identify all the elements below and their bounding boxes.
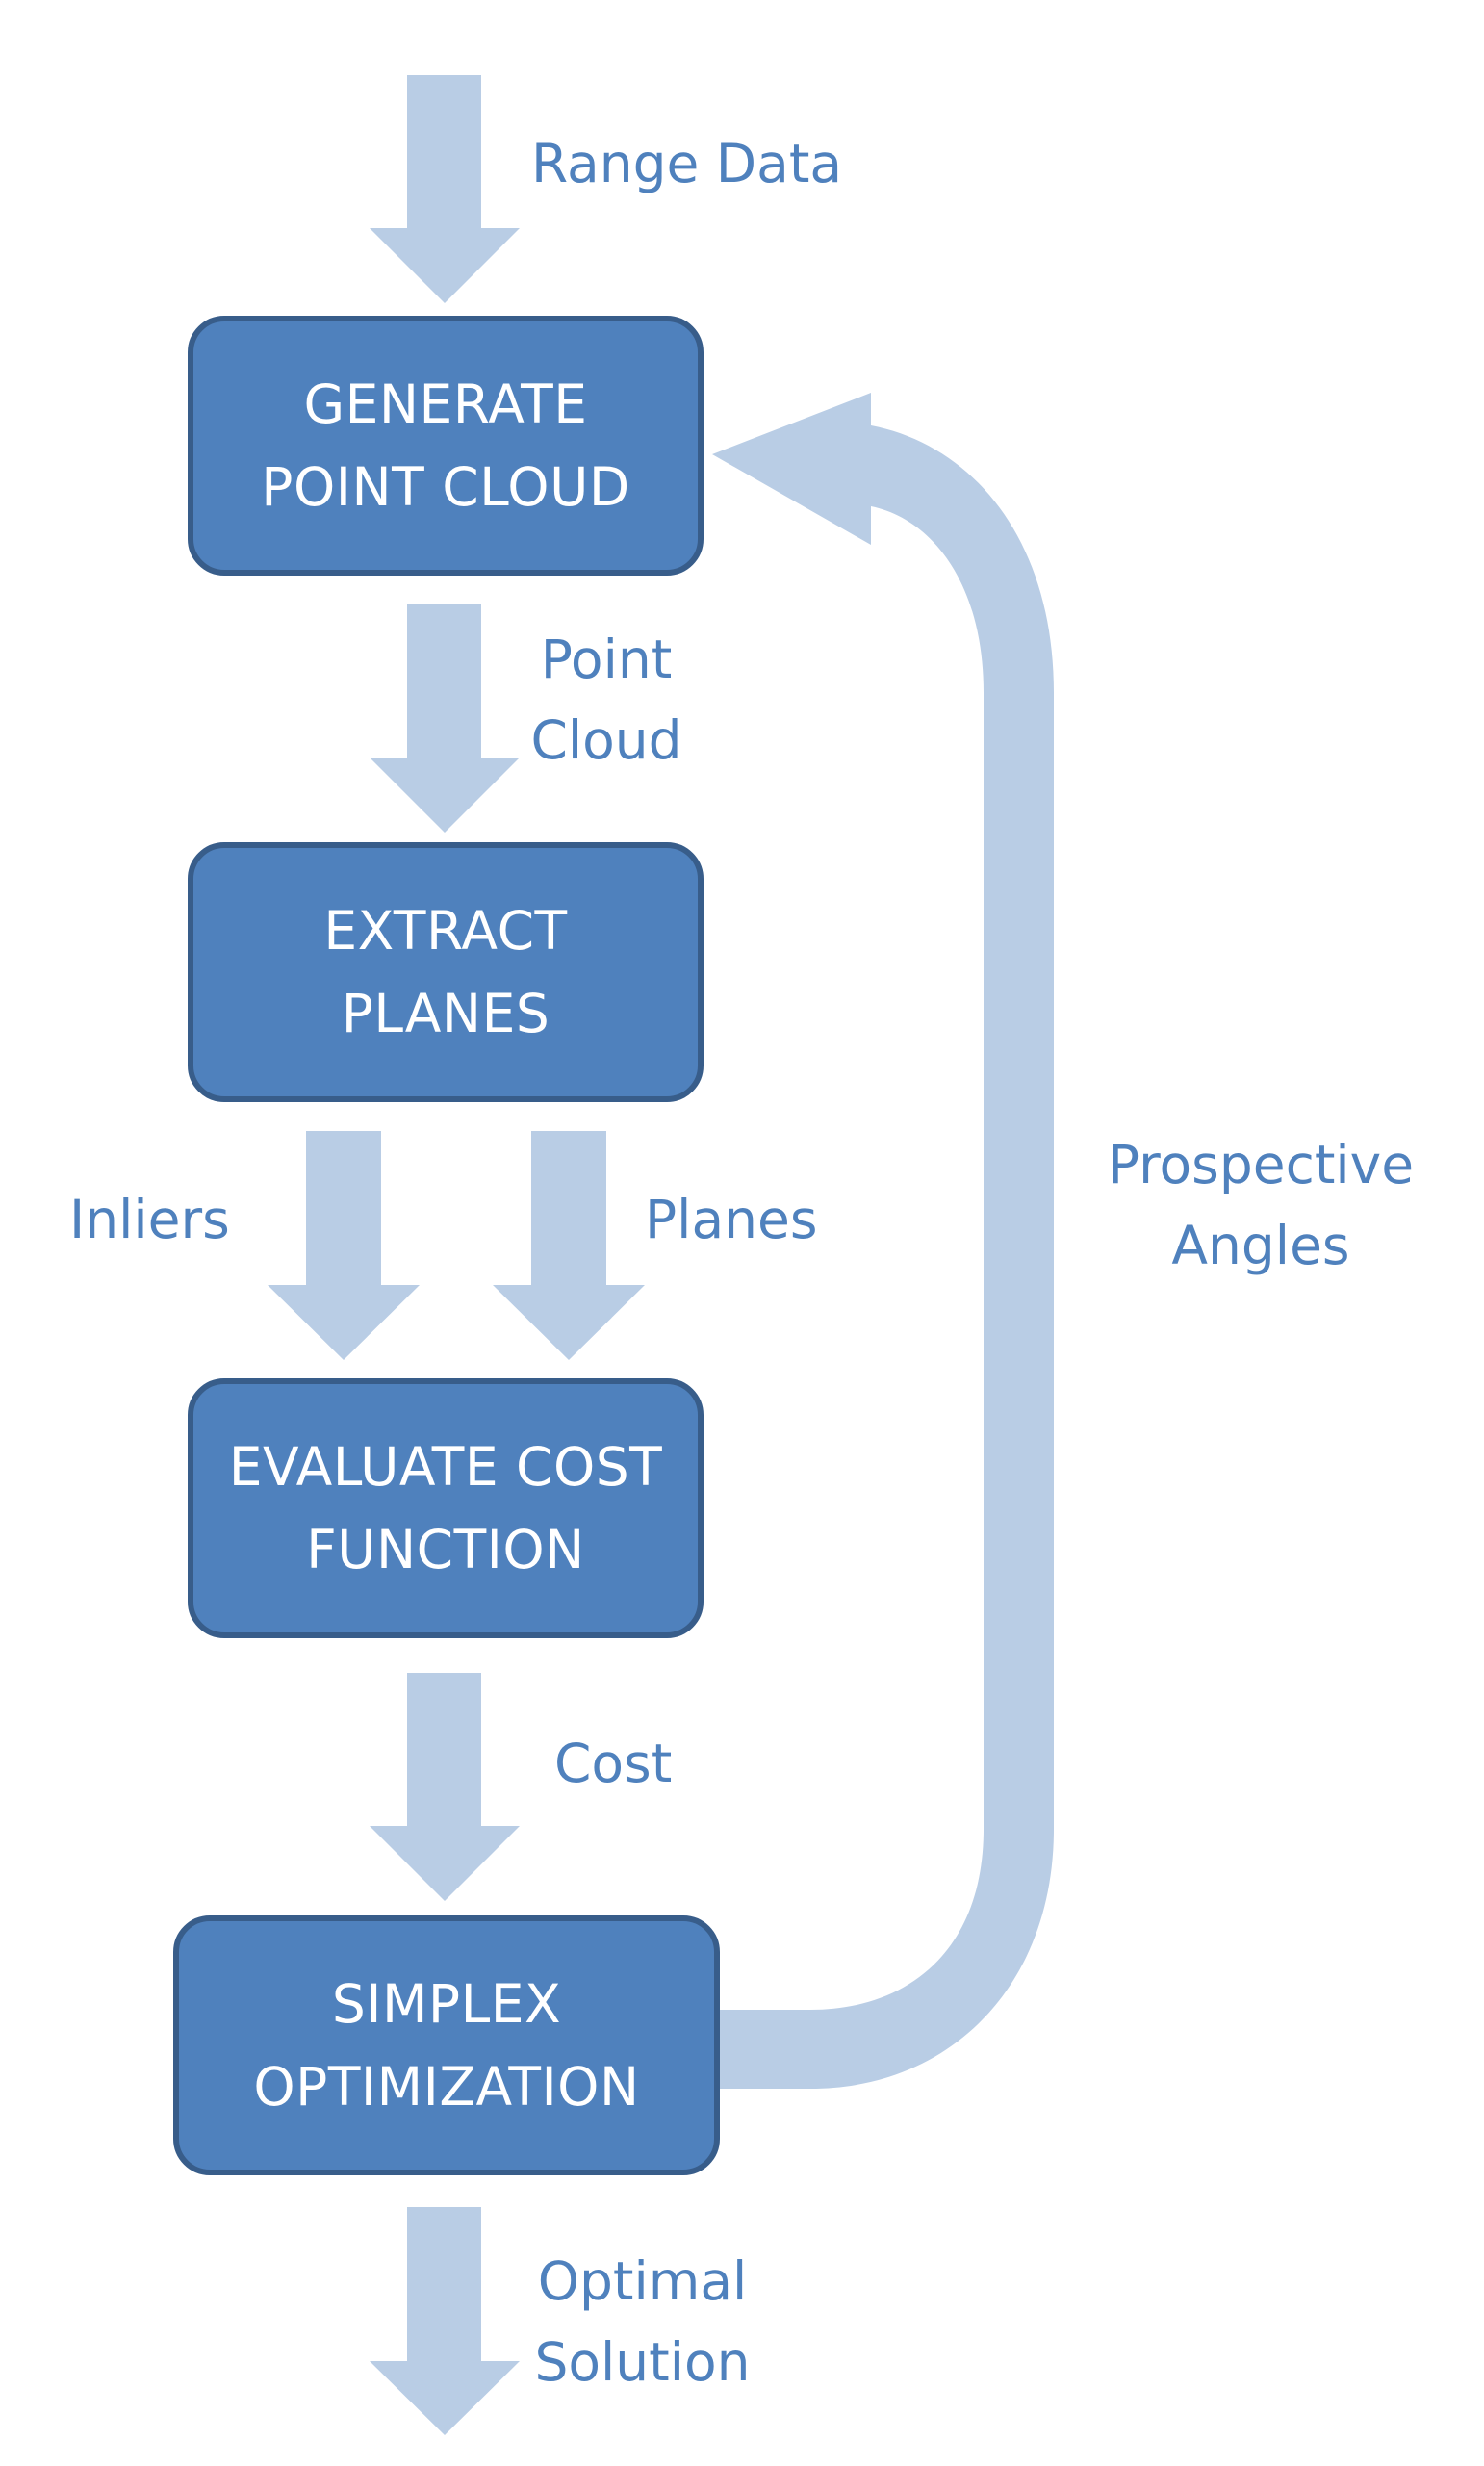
- label-range-data: Range Data: [531, 123, 842, 204]
- arrow-point-cloud: [370, 604, 520, 833]
- step-line: GENERATE: [303, 373, 588, 435]
- step-evaluate-cost-function: EVALUATE COST FUNCTION: [188, 1378, 704, 1638]
- label-inliers: Inliers: [69, 1179, 230, 1260]
- label-line: Point: [540, 629, 673, 690]
- label-line: Range Data: [531, 133, 843, 194]
- arrow-inliers: [268, 1131, 420, 1360]
- step-simplex-optimization: SIMPLEX OPTIMIZATION: [173, 1915, 720, 2175]
- label-optimal-solution: Optimal Solution: [529, 2241, 755, 2402]
- label-line: Prospective: [1107, 1134, 1415, 1195]
- step-line: SIMPLEX: [331, 1973, 562, 2035]
- step-generate-point-cloud: GENERATE POINT CLOUD: [188, 316, 704, 576]
- arrow-optimal-solution: [370, 2207, 520, 2435]
- label-line: Planes: [645, 1189, 818, 1250]
- arrow-prospective-angles: [712, 393, 1054, 2089]
- label-line: Cost: [554, 1733, 673, 1794]
- step-line: FUNCTION: [306, 1519, 585, 1580]
- step-line: OPTIMIZATION: [253, 2056, 640, 2118]
- label-point-cloud: Point Cloud: [529, 619, 683, 781]
- label-line: Cloud: [530, 709, 682, 771]
- label-line: Optimal: [537, 2250, 748, 2312]
- arrow-range-data: [370, 75, 520, 303]
- label-line: Solution: [534, 2331, 751, 2393]
- label-prospective-angles: Prospective Angles: [1097, 1124, 1424, 1286]
- arrow-planes: [493, 1131, 645, 1360]
- step-line: EXTRACT: [323, 900, 568, 962]
- label-cost: Cost: [554, 1723, 672, 1804]
- step-extract-planes: EXTRACT PLANES: [188, 842, 704, 1102]
- step-line: PLANES: [341, 983, 550, 1044]
- label-line: Angles: [1171, 1215, 1350, 1276]
- label-planes: Planes: [645, 1179, 818, 1260]
- label-line: Inliers: [69, 1189, 230, 1250]
- step-line: POINT CLOUD: [261, 456, 630, 518]
- step-line: EVALUATE COST: [228, 1436, 663, 1498]
- arrow-cost: [370, 1673, 520, 1901]
